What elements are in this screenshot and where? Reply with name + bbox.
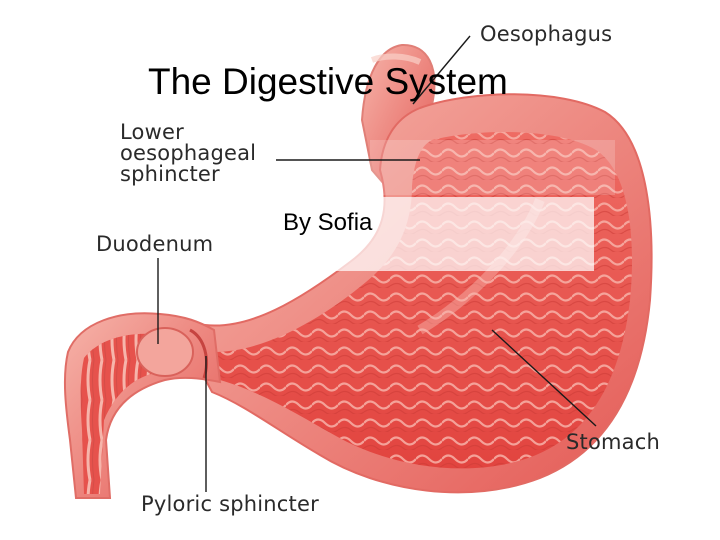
label-stomach: Stomach xyxy=(566,430,660,454)
label-line-1: Lower xyxy=(120,120,184,144)
pyloric-bulb xyxy=(136,327,194,377)
slide-title: The Digestive System xyxy=(148,61,508,102)
label-pyloric-sphincter: Pyloric sphincter xyxy=(141,492,319,516)
slide-subtitle: By Sofia xyxy=(283,209,373,236)
label-lower-oesophageal-sphincter: Lower oesophageal sphincter xyxy=(120,122,256,185)
label-line-3: sphincter xyxy=(120,162,220,186)
subtitle-box-bg xyxy=(280,197,594,271)
label-duodenum: Duodenum xyxy=(96,232,214,256)
label-line-2: oesophageal xyxy=(120,141,257,165)
label-oesophagus: Oesophagus xyxy=(480,22,613,46)
leader-lines xyxy=(157,35,597,492)
